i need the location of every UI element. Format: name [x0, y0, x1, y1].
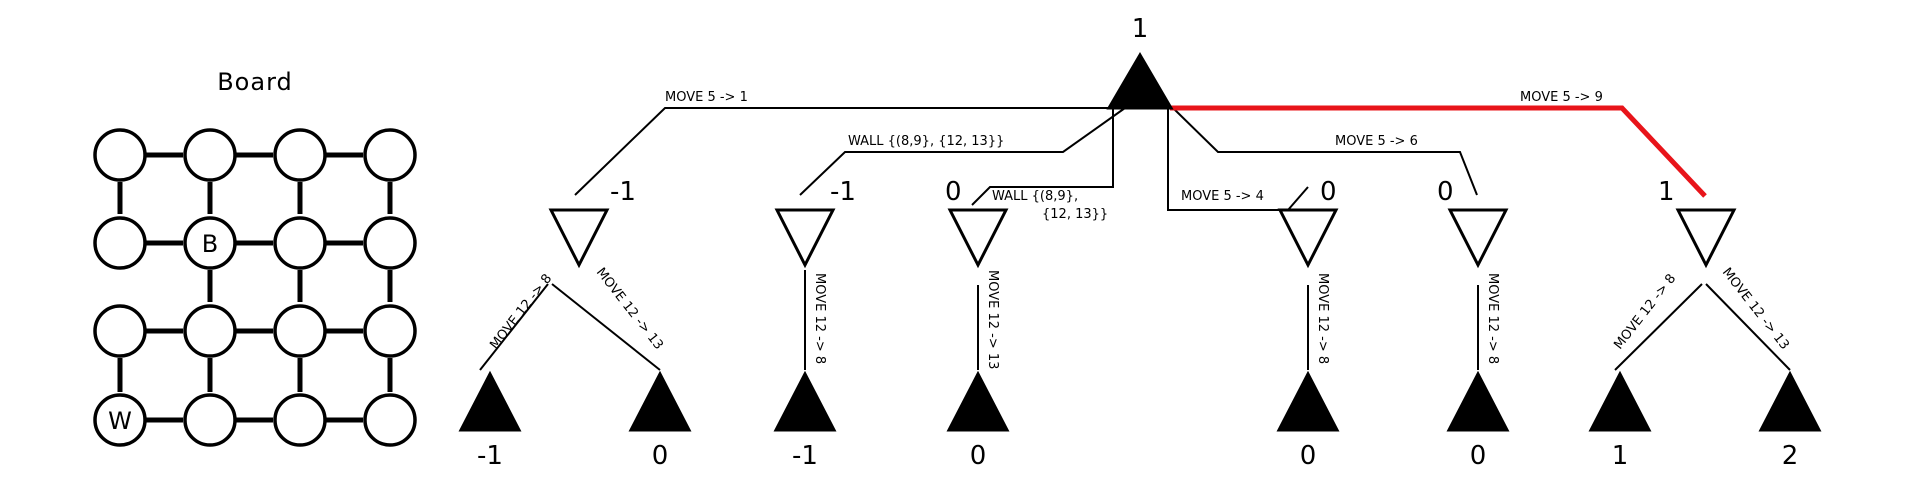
leaf-max-node	[1446, 370, 1510, 432]
white-piece-label: W	[108, 407, 132, 435]
tree-edges	[479, 107, 1791, 371]
min-node	[548, 208, 610, 269]
edge-label: MOVE 5 -> 6	[1335, 134, 1418, 149]
board-cell	[183, 128, 237, 182]
board-cell	[363, 216, 417, 270]
tree-edge	[1705, 283, 1791, 371]
board-grid	[117, 152, 393, 423]
board-cell	[273, 216, 327, 270]
min-node	[774, 208, 836, 269]
edge-label: MOVE 5 -> 4	[1181, 189, 1264, 204]
min-node-value: 0	[1320, 177, 1337, 207]
root-value: 1	[1132, 14, 1149, 44]
tree-edge	[799, 107, 1126, 196]
min-node	[1675, 208, 1737, 269]
best-move-edge	[1170, 105, 1707, 198]
board-cell	[363, 393, 417, 447]
min-node-value: -1	[610, 177, 636, 207]
board-cell	[273, 393, 327, 447]
tree-edge	[551, 283, 661, 371]
tree-edge	[1167, 108, 1309, 211]
board: Board	[93, 68, 417, 447]
board-cell	[93, 393, 147, 447]
min-node-value: 0	[945, 177, 962, 207]
tree-edge	[574, 107, 1115, 196]
min-node	[947, 208, 1009, 269]
leaf-value: -1	[477, 441, 503, 471]
edge-label: {12, 13}}	[1042, 207, 1108, 222]
edge-label: WALL {(8,9}, {12, 13}}	[848, 134, 1004, 149]
edge-label: MOVE 5 -> 1	[665, 90, 748, 105]
leaf-max-node	[458, 370, 522, 432]
tree-edge	[1614, 283, 1703, 371]
leaf-value: 0	[970, 441, 987, 471]
board-cell	[273, 128, 327, 182]
black-piece-label: B	[202, 230, 218, 258]
board-cell	[363, 304, 417, 358]
leaf-max-node	[946, 370, 1010, 432]
tree-edge	[971, 108, 1114, 206]
leaf-max-node	[1758, 370, 1822, 432]
board-cell	[93, 128, 147, 182]
board-cell	[273, 304, 327, 358]
leaf-max-node	[1276, 370, 1340, 432]
edge-label: MOVE 12 -> 8	[1485, 273, 1500, 364]
leaf-max-node	[773, 370, 837, 432]
tree-edge	[479, 283, 549, 371]
board-cell	[363, 128, 417, 182]
tree-edge	[1172, 107, 1478, 196]
node-values: 1 -1 -1 0 0 0 1 -1 0 -1 0 0 0 1 2	[477, 14, 1798, 471]
board-cell	[183, 304, 237, 358]
board-cell	[183, 393, 237, 447]
root-max-node	[1106, 52, 1174, 110]
leaf-value: 0	[652, 441, 669, 471]
edge-label: MOVE 12 -> 8	[1315, 273, 1330, 364]
min-node	[1277, 208, 1339, 269]
leaf-value: 0	[1470, 441, 1487, 471]
min-node-value: -1	[830, 177, 856, 207]
board-cell	[93, 216, 147, 270]
min-node-value: 1	[1658, 177, 1675, 207]
leaf-value: 0	[1300, 441, 1317, 471]
edge-labels: MOVE 5 -> 1 WALL {(8,9}, {12, 13}} WALL …	[487, 90, 1792, 369]
board-title: Board	[217, 68, 293, 96]
leaf-value: 1	[1612, 441, 1629, 471]
tree-nodes	[458, 52, 1822, 432]
edge-label: MOVE 12 -> 8	[487, 271, 555, 352]
edge-label: MOVE 12 -> 13	[985, 270, 1000, 369]
board-cell	[93, 304, 147, 358]
edge-label: MOVE 12 -> 13	[593, 265, 666, 353]
min-node	[1447, 208, 1509, 269]
leaf-max-node	[628, 370, 692, 432]
leaf-max-node	[1588, 370, 1652, 432]
edge-label: MOVE 5 -> 9	[1520, 90, 1603, 105]
edge-label: MOVE 12 -> 8	[812, 273, 827, 364]
board-cells	[93, 128, 417, 447]
min-node-value: 0	[1437, 177, 1454, 207]
leaf-value: 2	[1782, 441, 1799, 471]
leaf-value: -1	[792, 441, 818, 471]
board-cell	[183, 216, 237, 270]
edge-label: WALL {(8,9},	[992, 189, 1078, 204]
